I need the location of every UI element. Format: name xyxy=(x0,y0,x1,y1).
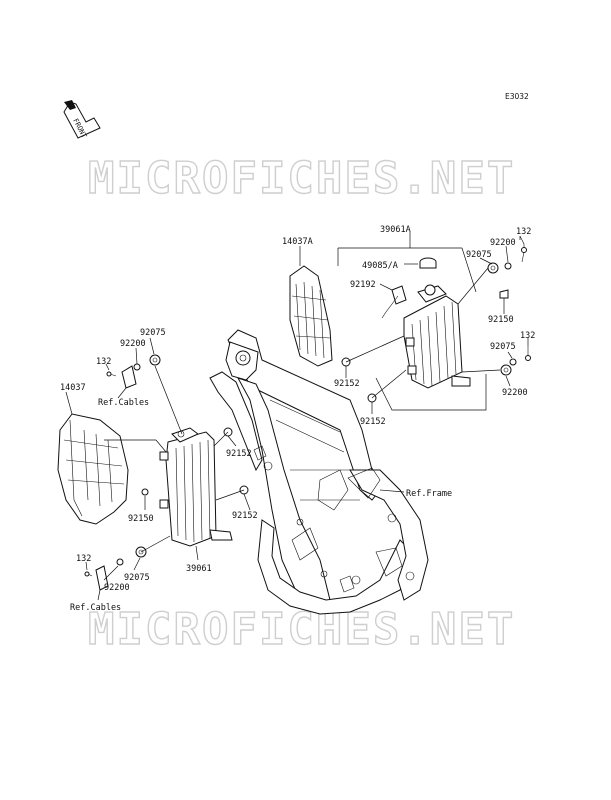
front-arrow-icon: FRONT xyxy=(63,100,101,140)
radiator-right xyxy=(403,284,471,389)
label-92152-left-2: 92152 xyxy=(232,511,258,521)
label-132-bottom-left: 132 xyxy=(76,554,91,564)
label-92075-top-right: 92075 xyxy=(466,250,492,260)
callout-labels: 39061A 14037A 49085/A 92192 132 92200 92… xyxy=(60,225,535,613)
label-92192: 92192 xyxy=(350,280,376,290)
label-92150-right: 92150 xyxy=(488,315,514,325)
label-ref-cables-bottom: Ref.Cables xyxy=(70,603,121,613)
label-92200-bottom-left: 92200 xyxy=(104,583,130,593)
label-92075-left: 92075 xyxy=(140,328,166,338)
radiator-shroud-right xyxy=(289,265,333,367)
label-132-left: 132 xyxy=(96,357,111,367)
label-39061: 39061 xyxy=(186,564,212,574)
hardware xyxy=(84,235,531,591)
label-14037: 14037 xyxy=(60,383,86,393)
label-92152-center-1: 92152 xyxy=(334,379,360,389)
watermark-top: MICROFICHES.NET xyxy=(88,153,515,204)
radiator-cap xyxy=(419,257,437,269)
hose xyxy=(381,285,407,319)
radiator-left xyxy=(159,427,233,547)
leader-lines xyxy=(65,232,529,601)
label-92200-left: 92200 xyxy=(120,339,146,349)
label-49085A: 49085/A xyxy=(362,261,398,271)
label-92152-left-1: 92152 xyxy=(226,449,252,459)
frame xyxy=(209,329,429,615)
label-39061A: 39061A xyxy=(380,225,411,235)
radiator-shroud-left xyxy=(57,413,129,525)
label-92075-bottom-left: 92075 xyxy=(124,573,150,583)
label-92152-center-2: 92152 xyxy=(360,417,386,427)
label-92200-top-right: 92200 xyxy=(490,238,516,248)
label-132-top-right: 132 xyxy=(516,227,531,237)
label-92150-left: 92150 xyxy=(128,514,154,524)
label-ref-frame: Ref.Frame xyxy=(406,489,452,499)
label-14037A: 14037A xyxy=(282,237,313,247)
diagram-code: E3032 xyxy=(505,92,529,101)
label-132-right: 132 xyxy=(520,331,535,341)
label-ref-cables-top: Ref.Cables xyxy=(98,398,149,408)
label-92075-right: 92075 xyxy=(490,342,516,352)
watermark-bottom: MICROFICHES.NET xyxy=(88,604,515,655)
label-92200-right: 92200 xyxy=(502,388,528,398)
